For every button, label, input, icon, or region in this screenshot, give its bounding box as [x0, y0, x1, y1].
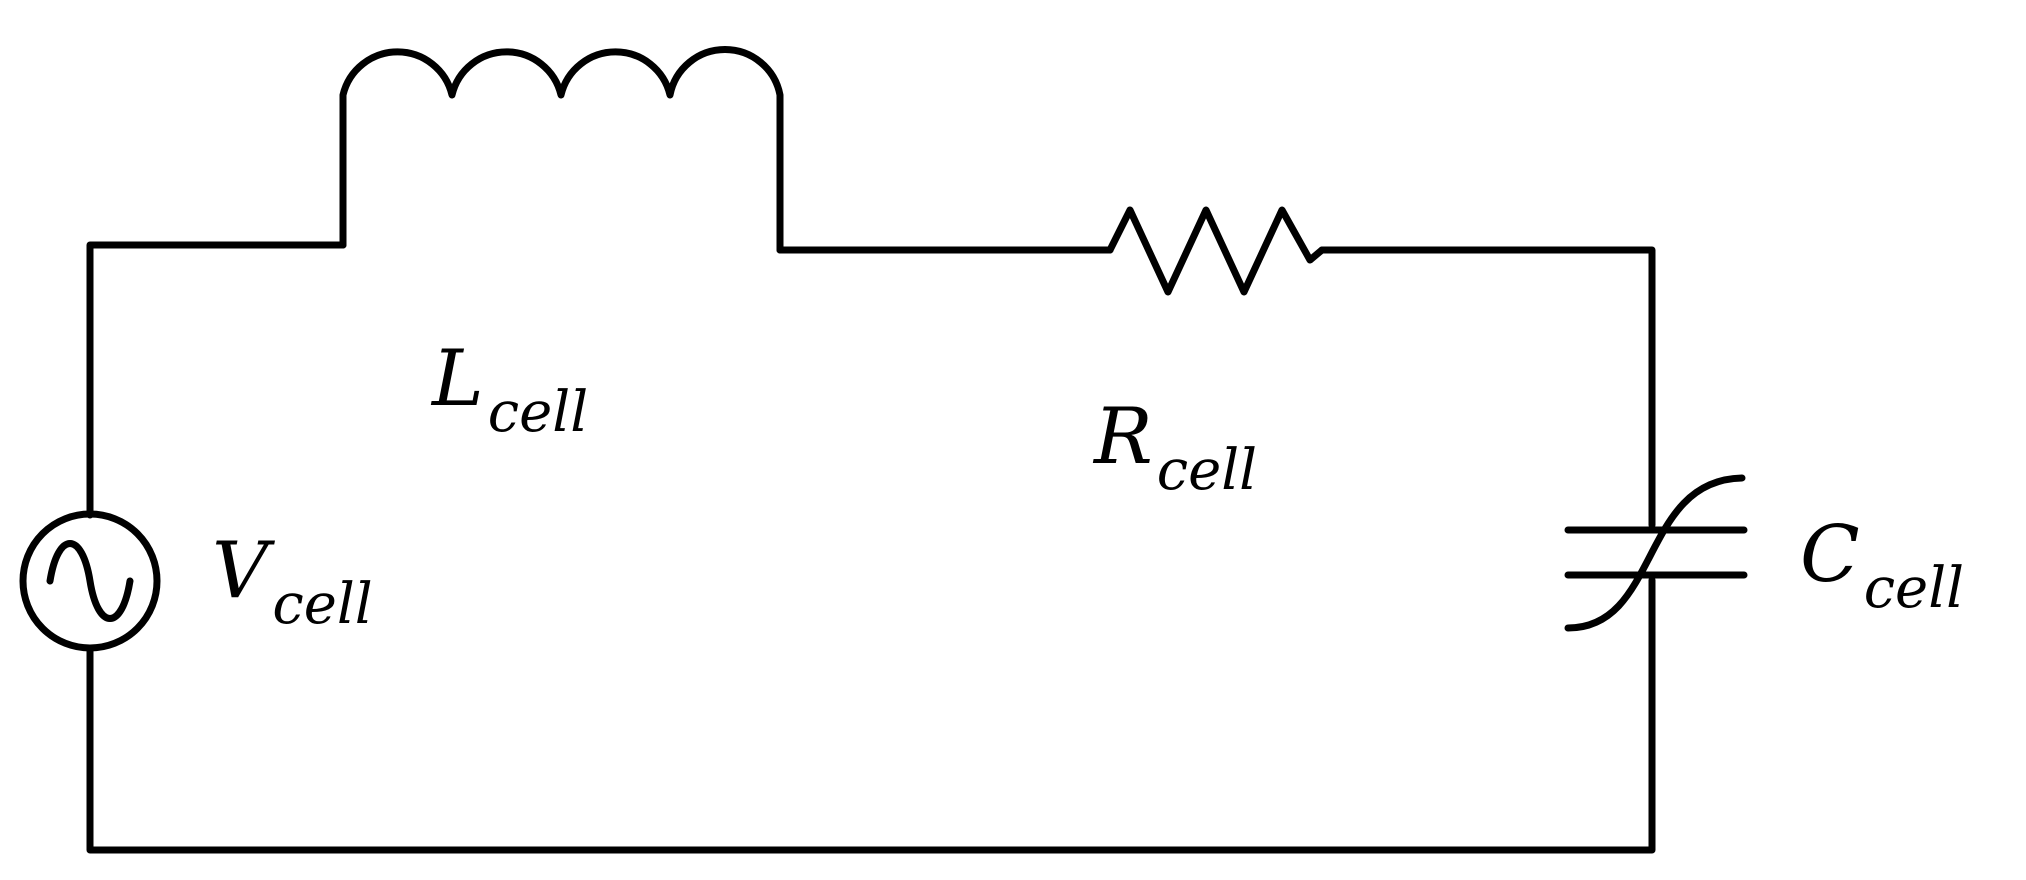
inductor-label-symbol: L	[432, 334, 484, 424]
source-label: Vcell	[212, 532, 373, 633]
capacitor-label-subscript: cell	[1863, 556, 1965, 621]
resistor-symbol	[1106, 206, 1326, 296]
resistor-label: Rcell	[1094, 398, 1257, 499]
capacitor-label: Ccell	[1800, 516, 1964, 617]
source-label-symbol: V	[212, 526, 269, 616]
capacitor-label-symbol: C	[1800, 510, 1860, 600]
wire-left-top	[86, 241, 347, 519]
variable-capacitor-symbol	[1564, 474, 1748, 632]
inductor-label-subscript: cell	[487, 380, 589, 445]
ac-source-symbol	[19, 510, 161, 652]
inductor-label: Lcell	[432, 340, 588, 441]
resistor-label-symbol: R	[1094, 392, 1153, 482]
source-label-subscript: cell	[272, 572, 373, 637]
sine-wave-icon	[46, 540, 134, 622]
inductor-symbol	[339, 46, 784, 254]
wire-resistor-to-right	[1318, 246, 1656, 514]
resistor-label-subscript: cell	[1156, 438, 1258, 503]
wire-right-bottom	[86, 586, 1656, 854]
